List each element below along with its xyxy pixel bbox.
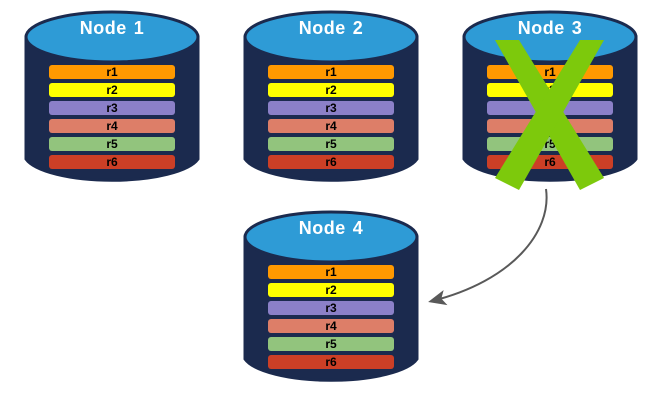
node-2-records: r1 r2 r3 r4 r5 r6: [243, 10, 419, 186]
record-row[interactable]: r3: [268, 101, 394, 115]
record-row[interactable]: r1: [268, 65, 394, 79]
record-row[interactable]: r6: [268, 155, 394, 169]
record-row[interactable]: r1: [49, 65, 175, 79]
record-row[interactable]: r4: [268, 119, 394, 133]
record-row[interactable]: r3: [487, 101, 613, 115]
arrow-path: [428, 188, 548, 306]
record-row[interactable]: r2: [268, 83, 394, 97]
record-row[interactable]: r6: [487, 155, 613, 169]
record-row[interactable]: r5: [268, 137, 394, 151]
record-row[interactable]: r6: [268, 355, 394, 369]
record-row[interactable]: r4: [49, 119, 175, 133]
record-row[interactable]: r6: [49, 155, 175, 169]
record-row[interactable]: r1: [268, 265, 394, 279]
record-row[interactable]: r2: [268, 283, 394, 297]
node-4-records: r1 r2 r3 r4 r5 r6: [243, 210, 419, 386]
record-row[interactable]: r1: [487, 65, 613, 79]
node-3-records: r1 r2 r3 r4 r5 r6: [462, 10, 638, 186]
record-row[interactable]: r5: [49, 137, 175, 151]
node-1-records: r1 r2 r3 r4 r5 r6: [24, 10, 200, 186]
record-row[interactable]: r4: [487, 119, 613, 133]
record-row[interactable]: r5: [268, 337, 394, 351]
record-row[interactable]: r3: [49, 101, 175, 115]
record-row[interactable]: r2: [49, 83, 175, 97]
record-row[interactable]: r4: [268, 319, 394, 333]
record-row[interactable]: r2: [487, 83, 613, 97]
record-row[interactable]: r5: [487, 137, 613, 151]
record-row[interactable]: r3: [268, 301, 394, 315]
